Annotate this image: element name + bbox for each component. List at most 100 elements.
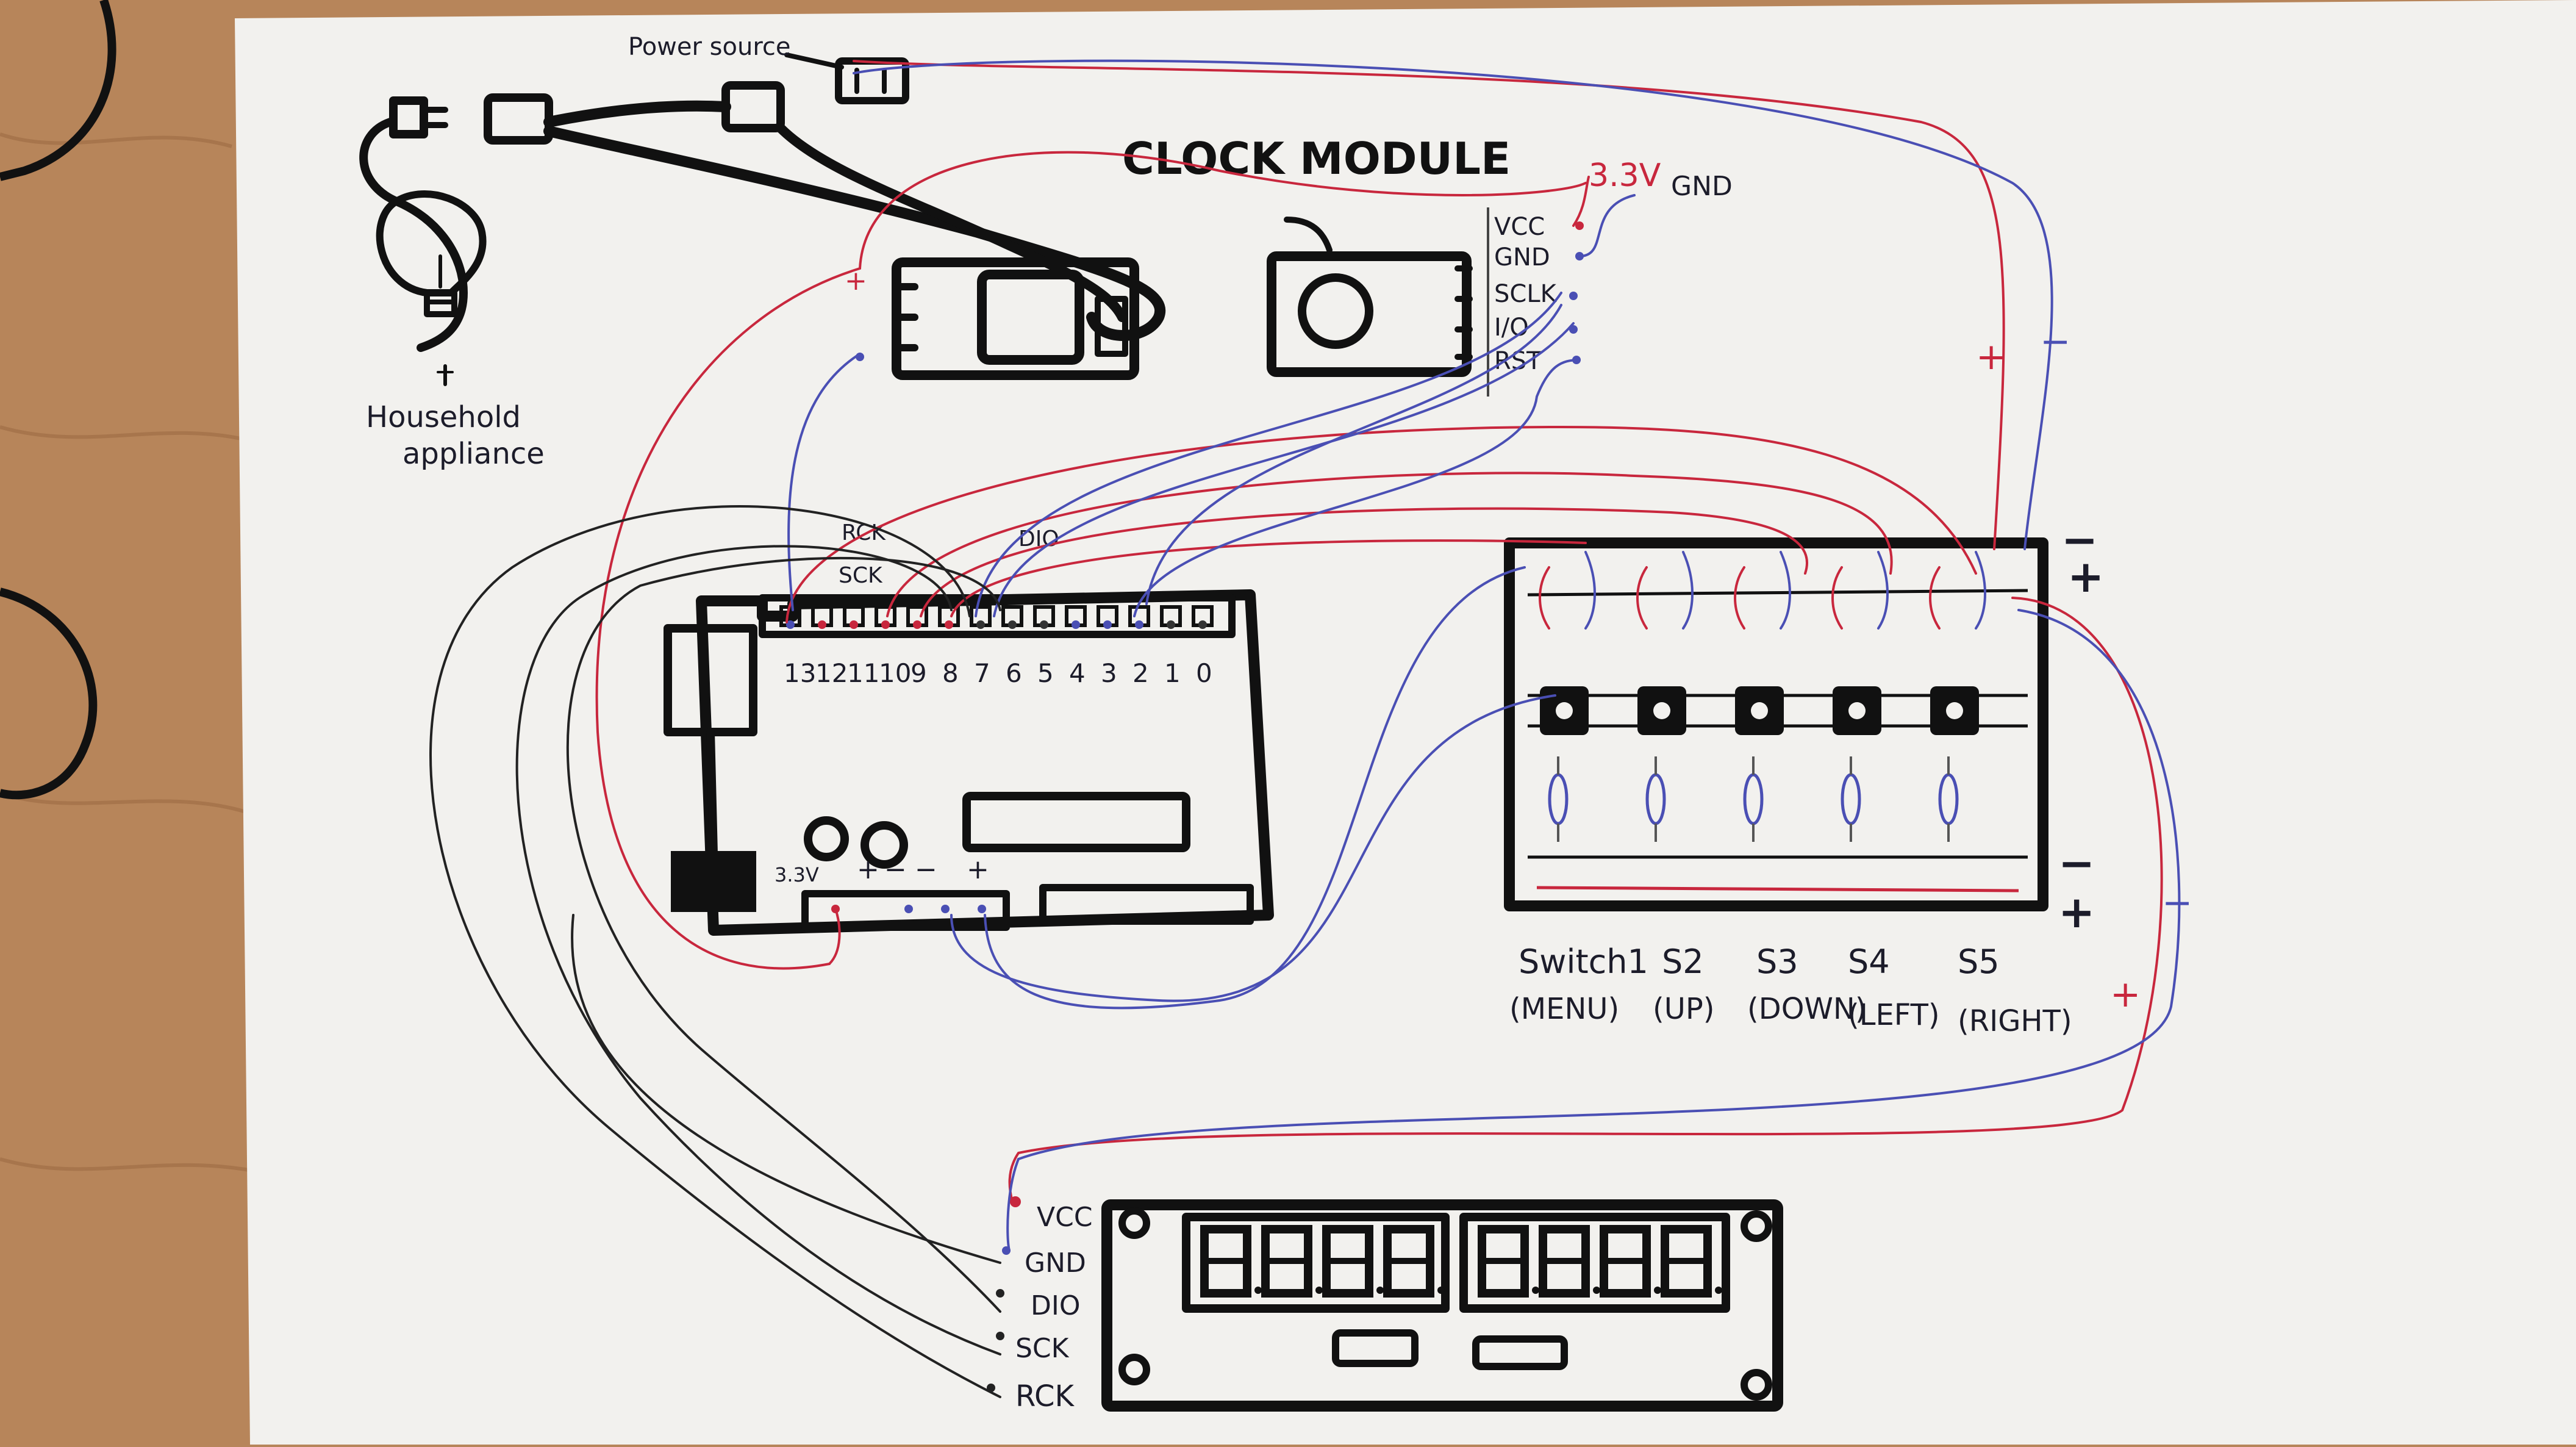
- arduino-pin-dot: [881, 620, 890, 629]
- switch-red-lead: [1734, 566, 1745, 630]
- power-source-label: Power source: [628, 33, 790, 61]
- arduino-pin-number: 8: [942, 658, 959, 688]
- display-pin-gnd: GND: [1025, 1248, 1086, 1279]
- wire-end-dots: [856, 221, 1584, 1392]
- arduino-pin-dot: [1198, 620, 1207, 629]
- wire-polarity-marks: + − + − +: [845, 265, 2192, 1016]
- switch4-name: S4: [1848, 943, 1890, 981]
- voltage-label: 3.3V: [1589, 157, 1661, 194]
- arduino-pin-dot: [818, 620, 826, 629]
- push-switch: [1831, 551, 1889, 842]
- clock-pin-sclk: SCLK: [1494, 280, 1558, 308]
- segment-dot: [1254, 1287, 1262, 1294]
- display-pin-vcc: VCC: [1037, 1202, 1093, 1233]
- blue-minus-mark-2: −: [2162, 881, 2192, 924]
- arduino-pin-number: 5: [1037, 658, 1054, 688]
- black-wires: [429, 504, 1001, 1398]
- arduino-pin-number: 12: [815, 658, 848, 688]
- segment-dot: [1593, 1287, 1600, 1294]
- segment-dot: [1376, 1287, 1384, 1294]
- red-plus-mark-1: +: [1976, 336, 2006, 378]
- switch5-role: (RIGHT): [1958, 1004, 2072, 1038]
- switch3-name: S3: [1756, 943, 1798, 981]
- switch-red-lead: [1539, 566, 1550, 630]
- arduino-pin-number: 13: [784, 658, 816, 688]
- table-cable: [0, 0, 116, 181]
- arduino-power-dot: [978, 905, 986, 913]
- switch-red-lead: [1636, 566, 1648, 630]
- switch1-role: (MENU): [1509, 992, 1619, 1026]
- switch-blue-lead: [1584, 551, 1596, 630]
- segment-dot: [1715, 1287, 1722, 1294]
- seven-seg-digit: [1261, 1225, 1323, 1298]
- arduino-pin-dot: [1072, 620, 1080, 629]
- switch-group: [1539, 551, 1986, 842]
- clock-arrow: [1284, 217, 1333, 253]
- power-plug-assembly: [359, 52, 1165, 352]
- wood-grain: [0, 132, 257, 1173]
- arduino-pin-number: 0: [1196, 658, 1212, 688]
- arduino-plus-1: +: [857, 854, 879, 885]
- switch-labels: Switch1 (MENU) S2 (UP) S3 (DOWN) S4 (LEF…: [1509, 943, 2072, 1038]
- blue-minus-mark-1: −: [2040, 320, 2070, 363]
- arduino-power-dot: [941, 905, 950, 913]
- push-switch-button: [1653, 702, 1670, 719]
- display-pin-dio: DIO: [1031, 1290, 1081, 1321]
- switch-red-lead: [1831, 566, 1843, 630]
- arduino-pin-dot: [1040, 620, 1048, 629]
- push-switch-button: [1946, 702, 1963, 719]
- arduino-pin-number: 3: [1101, 658, 1117, 688]
- arduino-pin-dot: [976, 620, 985, 629]
- seven-seg-digit: [1200, 1225, 1262, 1298]
- arduino-power-label: 3.3V: [775, 863, 819, 886]
- switch-blue-lead: [1877, 551, 1889, 630]
- seven-segment-digits: [1200, 1225, 1722, 1298]
- relay-module: [892, 257, 1139, 380]
- seven-seg-digit: [1383, 1225, 1445, 1298]
- household-label-2: appliance: [402, 437, 545, 471]
- arduino-pin-dot: [1103, 620, 1112, 629]
- arduino-minus-2: −: [915, 854, 937, 885]
- clock-module: [1267, 207, 1489, 397]
- breadboard: [1504, 537, 2048, 911]
- seven-seg-digit: [1600, 1225, 1661, 1298]
- arduino-header-dots: [779, 605, 1214, 913]
- arduino-plus-2: +: [967, 854, 989, 885]
- arduino-pin-number: 7: [974, 658, 990, 688]
- seven-seg-digit: [1478, 1225, 1539, 1298]
- segment-dot: [1654, 1287, 1661, 1294]
- switch-blue-lead: [1780, 551, 1791, 630]
- display-pin-labels: VCC GND DIO SCK RCK: [1015, 1202, 1093, 1413]
- clock-module-title: CLOCK MODULE: [1122, 133, 1511, 184]
- segment-dot: [1315, 1287, 1323, 1294]
- household-label-1: Household: [366, 400, 521, 434]
- switch-blue-lead: [1975, 551, 1986, 630]
- segment-dot: [1532, 1287, 1539, 1294]
- switch-red-lead: [1929, 566, 1941, 630]
- push-switch-button: [1556, 702, 1573, 719]
- arduino-pin-dot: [1008, 620, 1017, 629]
- display-pin-rck: RCK: [1015, 1379, 1075, 1413]
- switch4-role: (LEFT): [1848, 998, 1940, 1032]
- push-switch: [1734, 551, 1791, 842]
- red-wires: [595, 60, 2163, 1203]
- arduino-pin-number: 6: [1006, 658, 1022, 688]
- breadboard-top-plus: +: [2067, 551, 2104, 602]
- arduino-sck-label: SCK: [839, 563, 883, 588]
- arduino-pin-dot: [1167, 620, 1175, 629]
- switch2-role: (UP): [1653, 992, 1715, 1026]
- arduino-pin-number: 9: [911, 658, 927, 688]
- red-plus-mark-2: +: [2110, 973, 2141, 1016]
- gnd-tag-label: GND: [1671, 171, 1733, 202]
- arduino-pin-number: 10: [879, 658, 911, 688]
- push-switch: [1636, 551, 1694, 842]
- arduino-pin-number: 1: [1164, 658, 1181, 688]
- arduino-pin-dot: [945, 620, 953, 629]
- switch1-name: Switch1: [1519, 943, 1648, 981]
- display-pin-sck: SCK: [1015, 1333, 1070, 1364]
- arduino-pin-number: 11: [847, 658, 879, 688]
- seven-seg-digit: [1661, 1225, 1722, 1298]
- arduino-pin-dot: [1135, 620, 1143, 629]
